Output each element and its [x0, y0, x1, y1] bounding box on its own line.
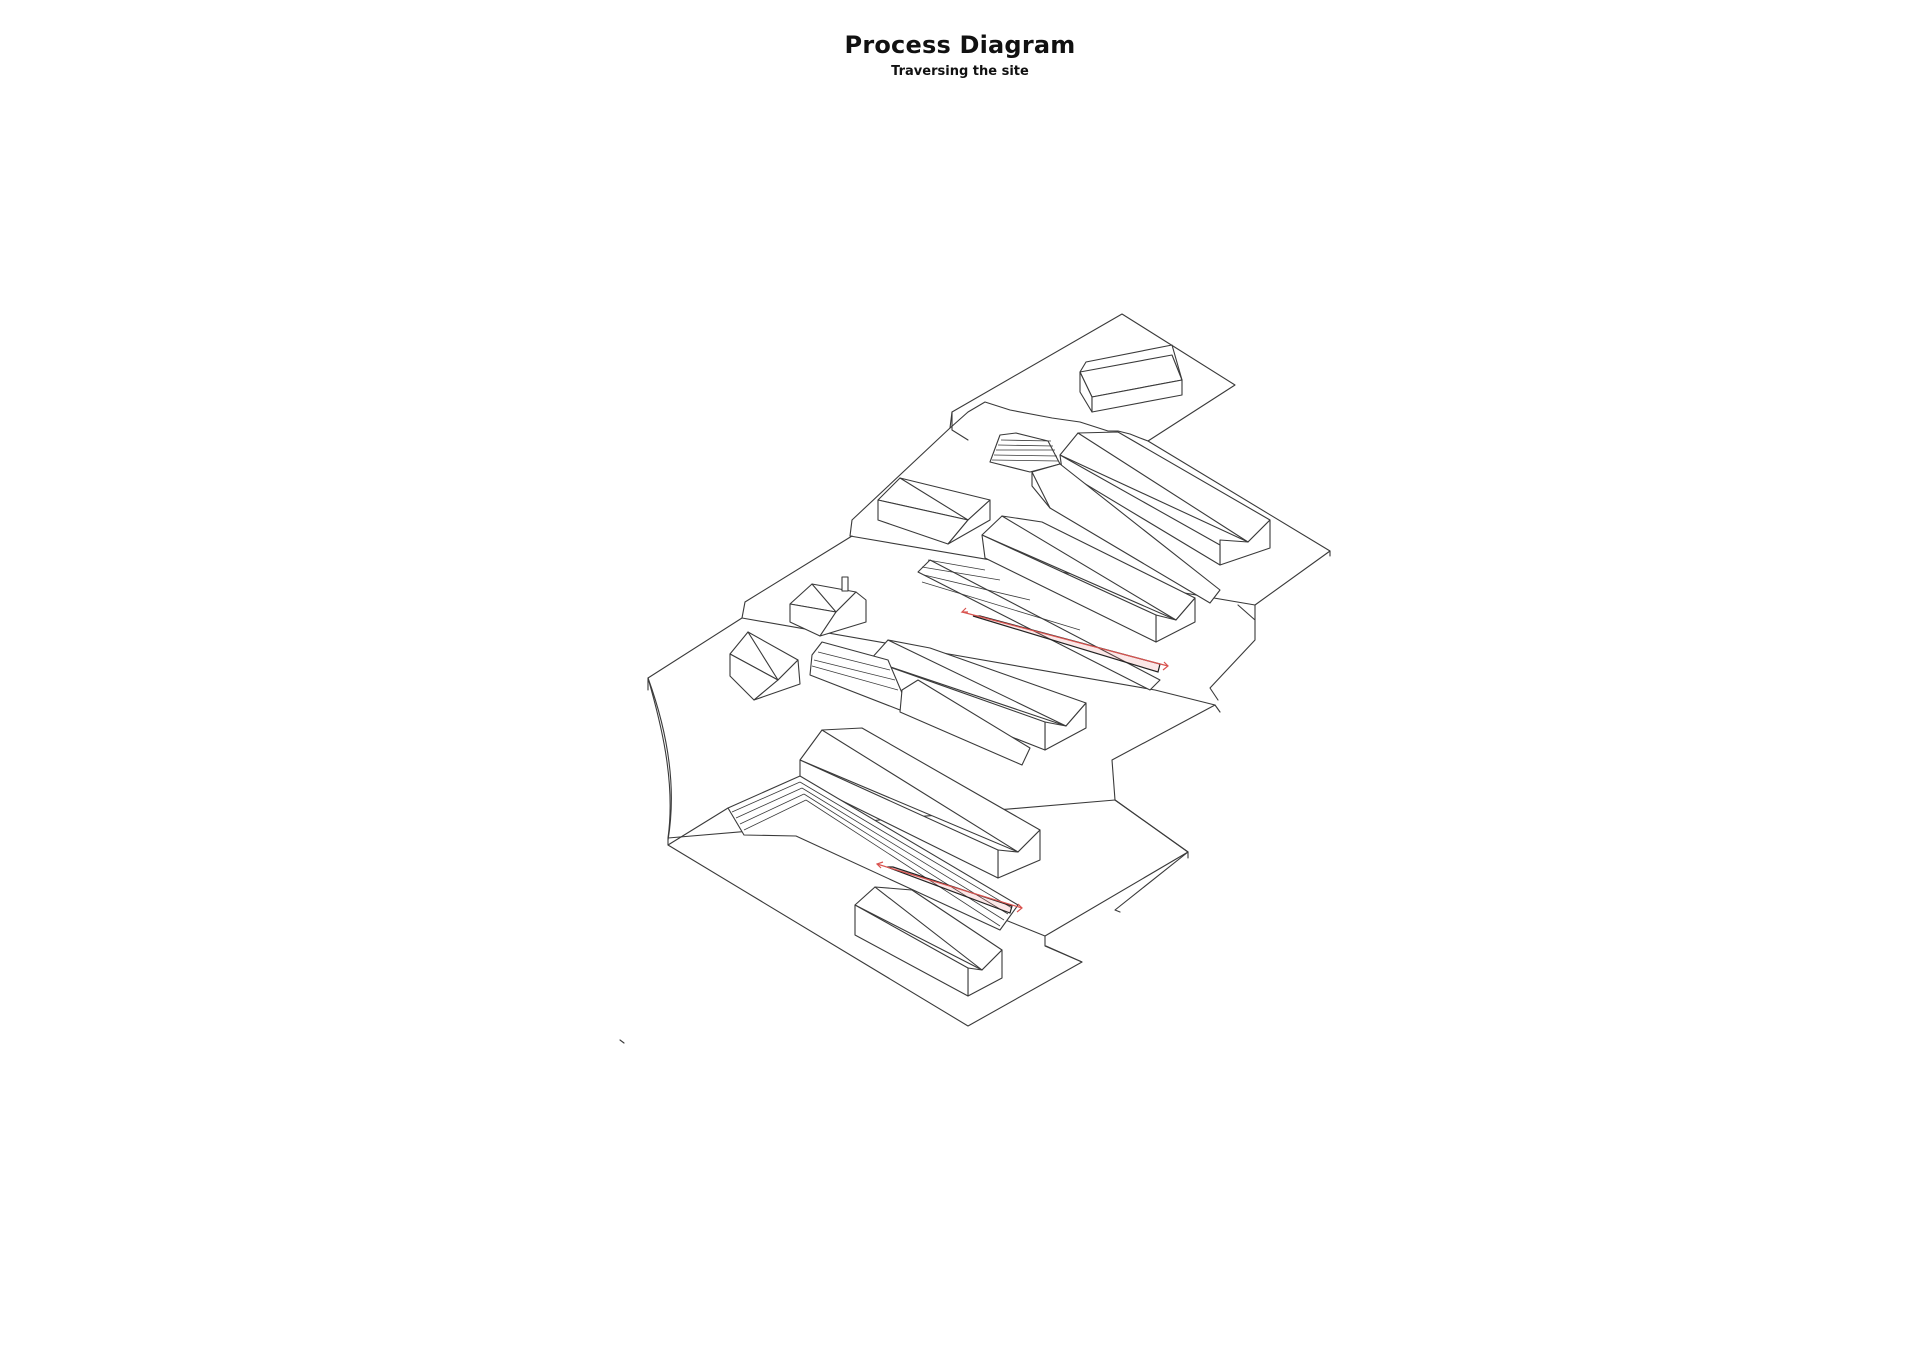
page-subtitle: Traversing the site: [891, 64, 1029, 79]
page-title: Process Diagram: [844, 31, 1076, 59]
ramp-top: [1031, 463, 1221, 604]
traversal-path-upper: [960, 607, 1169, 673]
building-bottom: [854, 886, 1003, 997]
stairs-top: [989, 432, 1061, 473]
buildings: [727, 344, 1271, 997]
stairs-mid: [917, 559, 1161, 691]
stairs-bottom: [727, 775, 1019, 931]
building-long-4: [799, 727, 1041, 879]
traversal-path-lower: [875, 861, 1023, 914]
building-house-left: [729, 631, 801, 701]
ramp-mid: [899, 679, 1031, 766]
building-long-2: [981, 515, 1196, 643]
terrace-1: [949, 313, 1236, 442]
building-top: [1079, 344, 1183, 413]
traversal-paths: [875, 607, 1169, 914]
building-long-1: [1059, 431, 1271, 566]
stairs-left: [809, 641, 906, 711]
building-small-1: [877, 477, 991, 545]
header: Process Diagram Traversing the site: [0, 30, 1920, 80]
building-house-chimney: [789, 576, 867, 637]
